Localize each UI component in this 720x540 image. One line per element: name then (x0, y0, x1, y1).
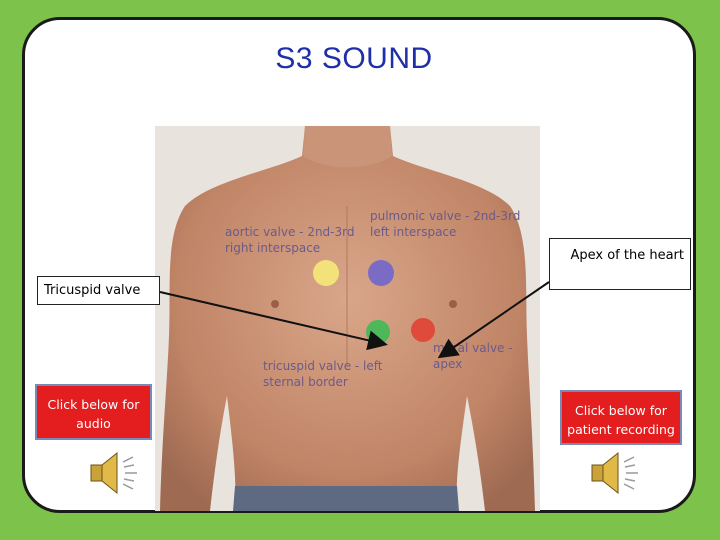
tricuspid-dot (366, 320, 390, 344)
aortic-label-line2: right interspace (225, 241, 320, 255)
audio-button-line2: audio (76, 416, 111, 431)
aortic-label-line1: aortic valve - 2nd-3rd (225, 225, 354, 239)
mitral-label-line2: apex (433, 357, 462, 371)
mitral-dot (411, 318, 435, 342)
speaker-icon[interactable] (588, 448, 644, 503)
audio-button[interactable]: Click below for audio (35, 384, 152, 440)
pulmonic-label-line2: left interspace (370, 225, 456, 239)
patient-button-line1: Click below for (575, 403, 667, 418)
mitral-label-line1: mitral valve - (433, 341, 513, 355)
page-title: S3 SOUND (275, 42, 433, 75)
tricuspid-label-line1: tricuspid valve - left (263, 359, 383, 373)
pulmonic-dot (368, 260, 394, 286)
apex-callout: Apex of the heart (549, 238, 691, 290)
tricuspid-label-line2: sternal border (263, 375, 348, 389)
patient-button-line2: patient recording (567, 422, 675, 437)
tricuspid-callout: Tricuspid valve (37, 276, 160, 305)
chest-auscultation-image: aortic valve - 2nd-3rd right interspace … (155, 126, 540, 511)
aortic-dot (313, 260, 339, 286)
audio-button-line1: Click below for (47, 397, 140, 412)
patient-recording-button[interactable]: Click below for patient recording (560, 390, 682, 445)
pulmonic-label-line1: pulmonic valve - 2nd-3rd (370, 209, 520, 223)
speaker-icon[interactable] (87, 448, 143, 503)
